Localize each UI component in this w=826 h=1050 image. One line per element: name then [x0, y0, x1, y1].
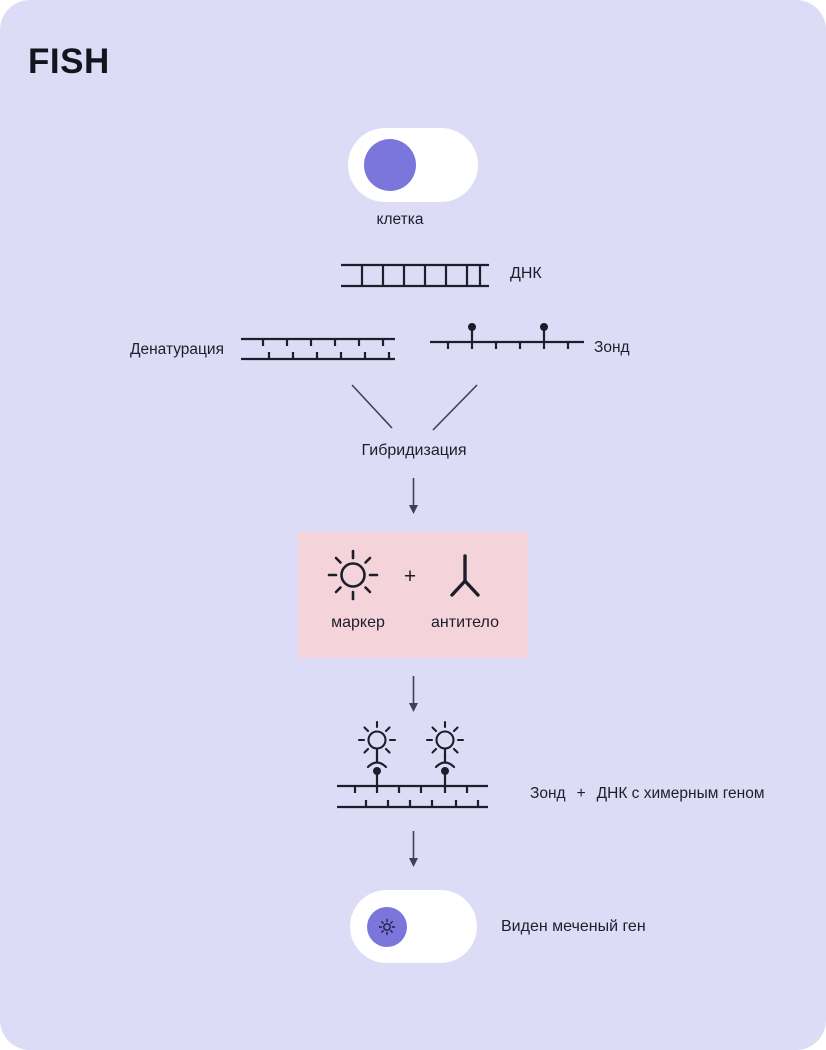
probe-label: Зонд	[594, 339, 630, 356]
arrow-down-icon	[409, 478, 418, 514]
denaturation-label: Денатурация	[130, 341, 224, 358]
dna-label: ДНК	[510, 265, 542, 282]
antibody-label: антитело	[431, 614, 499, 631]
dna-ladder-icon	[341, 263, 489, 288]
antibody-icon	[450, 554, 480, 597]
result-cell-nucleus	[367, 907, 407, 947]
hybridized-probe-text: Зонд	[530, 785, 566, 802]
tiny-marker-sun-icon	[378, 918, 396, 936]
denatured-strands-icon	[241, 337, 395, 361]
cell-nucleus	[364, 139, 416, 191]
arrow-down-icon	[409, 676, 418, 712]
marker-antibody-box	[298, 532, 528, 658]
hybridization-label: Гибридизация	[361, 442, 467, 459]
marker-sun-icon	[327, 549, 379, 601]
hybridized-dna-text: ДНК с химерным геном	[596, 785, 765, 802]
marker-label: маркер	[331, 614, 385, 631]
arrow-down-icon	[409, 831, 418, 867]
labeled-dna-complex-icon	[337, 720, 488, 809]
converge-lines	[351, 384, 478, 431]
page-title: FISH	[28, 42, 110, 81]
cell-label: клетка	[376, 211, 424, 228]
hybridized-result-label: Зонд + ДНК с химерным геном	[530, 785, 764, 803]
result-label: Виден меченый ген	[501, 918, 646, 935]
probe-strand-icon	[430, 323, 584, 349]
plus-sign: +	[403, 565, 417, 588]
hybridized-plus-text: +	[576, 785, 586, 802]
